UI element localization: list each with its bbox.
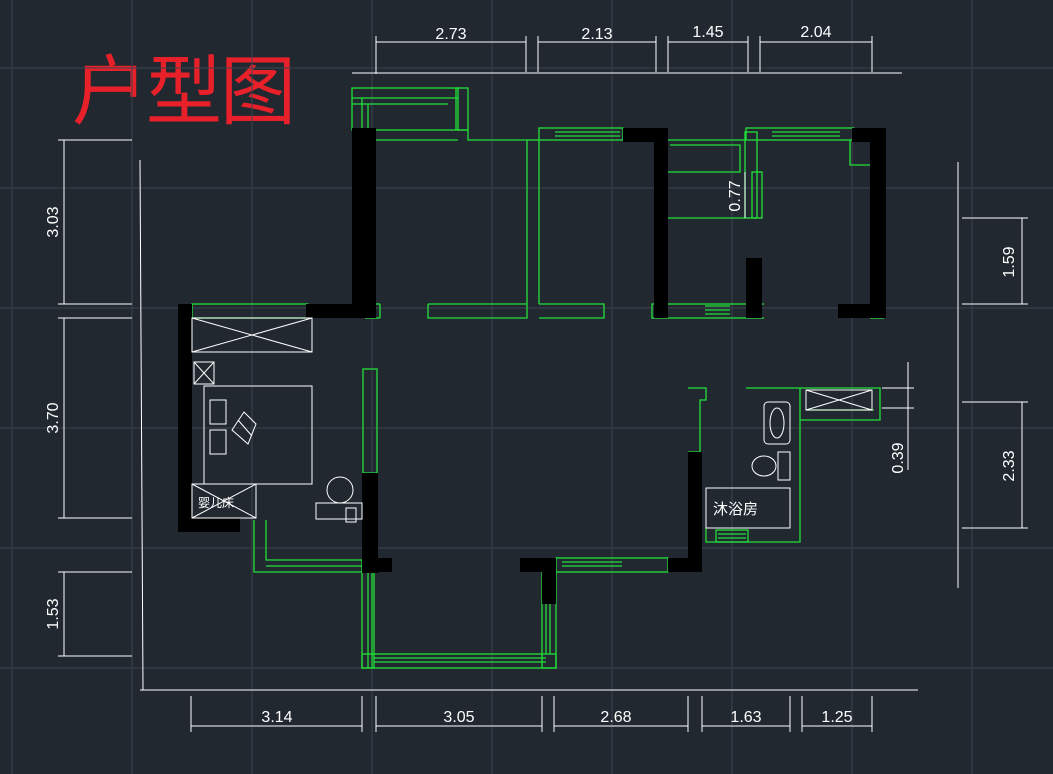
baby-bed-label: 婴儿床 xyxy=(198,496,234,510)
dim-top-3: 1.45 xyxy=(692,24,723,41)
reference-axes xyxy=(139,72,959,691)
dim-bottom-4: 1.63 xyxy=(730,709,761,726)
dimension-labels: 2.73 2.13 1.45 2.04 3.14 3.05 2.68 1.63 … xyxy=(45,24,1018,726)
baby-bed xyxy=(191,483,257,519)
dim-bottom-2: 3.05 xyxy=(443,709,474,726)
wash-basin xyxy=(763,401,791,445)
dim-top-1: 2.73 xyxy=(435,26,466,43)
dim-left-1: 3.03 xyxy=(45,206,62,237)
furniture xyxy=(191,317,873,529)
dim-right-2: 2.33 xyxy=(1001,450,1018,481)
shower-room xyxy=(705,487,791,529)
dim-top-2: 2.13 xyxy=(581,26,612,43)
wardrobe xyxy=(191,317,313,353)
windows-and-thin-walls xyxy=(191,87,885,669)
plan-title: 户型图 xyxy=(72,47,296,136)
toilet xyxy=(751,455,777,477)
double-bed xyxy=(203,385,313,485)
bath-cabinet xyxy=(805,389,873,411)
dim-right-3: 0.39 xyxy=(890,442,907,473)
dim-left-3: 1.53 xyxy=(45,598,62,629)
dim-bottom-5: 1.25 xyxy=(821,709,852,726)
dim-bottom-3: 2.68 xyxy=(600,709,631,726)
dim-bottom-1: 3.14 xyxy=(261,709,292,726)
dim-inner: 0.77 xyxy=(727,180,744,211)
dim-top-4: 2.04 xyxy=(800,24,831,41)
shower-room-label: 沐浴房 xyxy=(713,500,758,518)
dimension-lines xyxy=(58,36,1028,732)
structural-walls xyxy=(178,128,886,604)
dim-right-1: 1.59 xyxy=(1001,246,1018,277)
stool xyxy=(326,476,354,504)
dim-left-2: 3.70 xyxy=(45,402,62,433)
